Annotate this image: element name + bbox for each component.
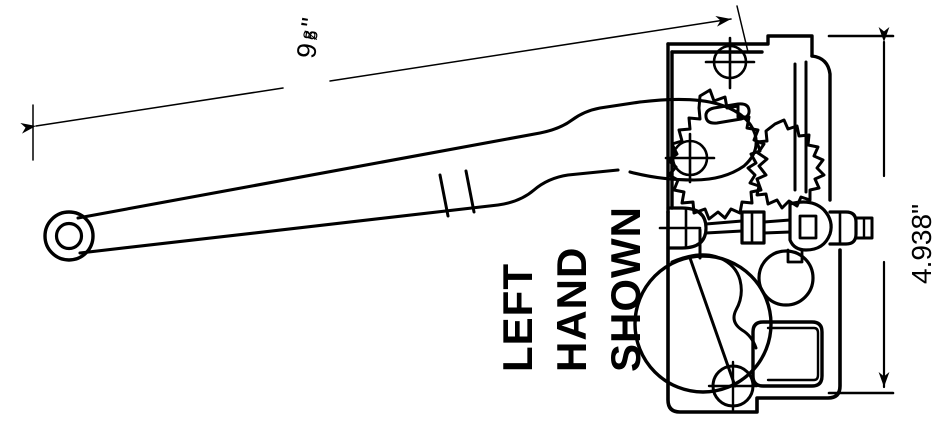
shaft-actuator (658, 206, 792, 250)
shaft-fitting (788, 200, 874, 252)
length-dimension (20, 5, 749, 161)
note-line-shown: SHOWN (602, 206, 649, 372)
medium-bore (757, 249, 815, 307)
height-value: 4.938 (906, 213, 936, 284)
hub-slot (704, 102, 751, 125)
housing-frame (666, 34, 832, 202)
small-gear (746, 118, 826, 210)
pivot-upper (704, 36, 756, 90)
ring-eye (43, 210, 95, 262)
note-line-left: LEFT (494, 263, 541, 372)
lever-hub (628, 97, 758, 182)
fitting-tab (786, 248, 804, 264)
height-dimension-label: 4.938" (906, 204, 936, 284)
window-cutout (751, 320, 824, 388)
collar-band (438, 169, 476, 218)
note-line-hand: HAND (548, 246, 595, 372)
housing-left-rail (666, 42, 674, 214)
height-unit-mark: " (906, 203, 936, 214)
housing-body (666, 210, 842, 414)
handle-lever (76, 100, 642, 255)
large-bore (633, 254, 773, 394)
housing-inner-band (793, 60, 808, 194)
small-bore (707, 360, 759, 412)
